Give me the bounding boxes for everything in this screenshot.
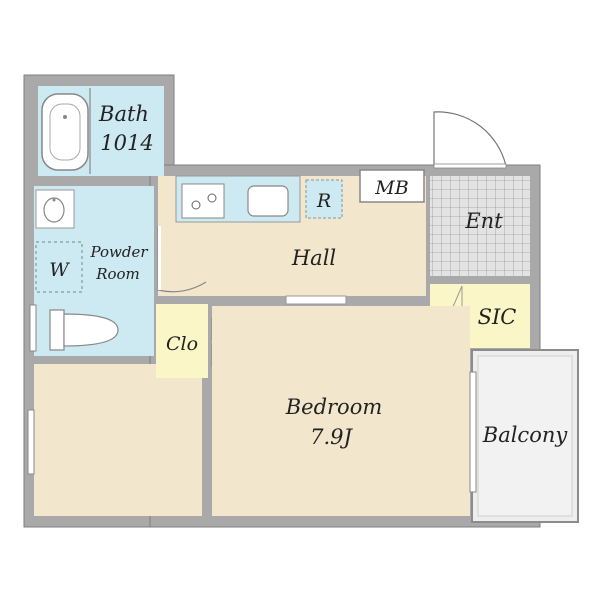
meter-box: [359, 169, 425, 203]
powder-room: [29, 186, 154, 356]
meter-box-label: MB: [374, 177, 408, 199]
washer-label: W: [49, 259, 70, 281]
balcony-area: [471, 349, 579, 523]
bath-size-label: 1014: [100, 131, 153, 155]
entrance-label: Ent: [464, 209, 503, 233]
bedroom-size-label: 7.9J: [310, 425, 353, 449]
sink-icon: [247, 185, 289, 217]
powder-room-label-line1: Powder: [89, 243, 148, 261]
bedroom-floor: [212, 306, 470, 516]
closet-label: Clo: [166, 333, 198, 355]
balcony-label: Balcony: [482, 423, 569, 447]
bath-room: [38, 86, 164, 176]
sic-label: SIC: [478, 305, 517, 329]
western-room: [34, 364, 202, 516]
hall: [157, 175, 426, 296]
refrigerator-space: [305, 179, 343, 219]
entrance: [430, 111, 530, 276]
refrigerator-label: R: [316, 190, 331, 212]
bath-label: Bath: [98, 102, 149, 126]
toilet-icon: [49, 309, 119, 351]
entry-door-icon: [433, 111, 507, 167]
bedroom-label: Bedroom: [285, 395, 383, 419]
hall-label: Hall: [291, 246, 336, 270]
bathtub-icon: [41, 93, 89, 171]
powder-room-label-line2: Room: [95, 265, 140, 283]
stove-icon: [181, 183, 225, 219]
